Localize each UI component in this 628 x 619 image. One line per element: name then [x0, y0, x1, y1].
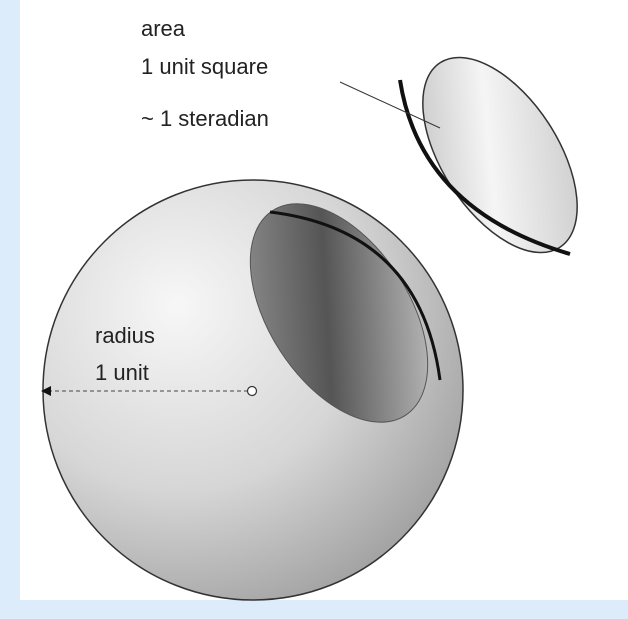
radius-label: radius	[95, 323, 155, 348]
bottom-band	[0, 600, 628, 619]
radius-arrowhead	[41, 386, 51, 396]
unit-square-label: 1 unit square	[141, 54, 268, 79]
area-leader-line	[339, 81, 441, 129]
radius-unit-label: 1 unit	[95, 360, 149, 385]
sphere-center-point	[246, 385, 258, 397]
detached-area-disk	[422, 56, 578, 254]
disk-edge	[398, 79, 571, 256]
cavity-rim-edge	[269, 210, 442, 381]
area-label: area	[141, 16, 186, 41]
steradian-label: ~ 1 steradian	[141, 106, 269, 131]
